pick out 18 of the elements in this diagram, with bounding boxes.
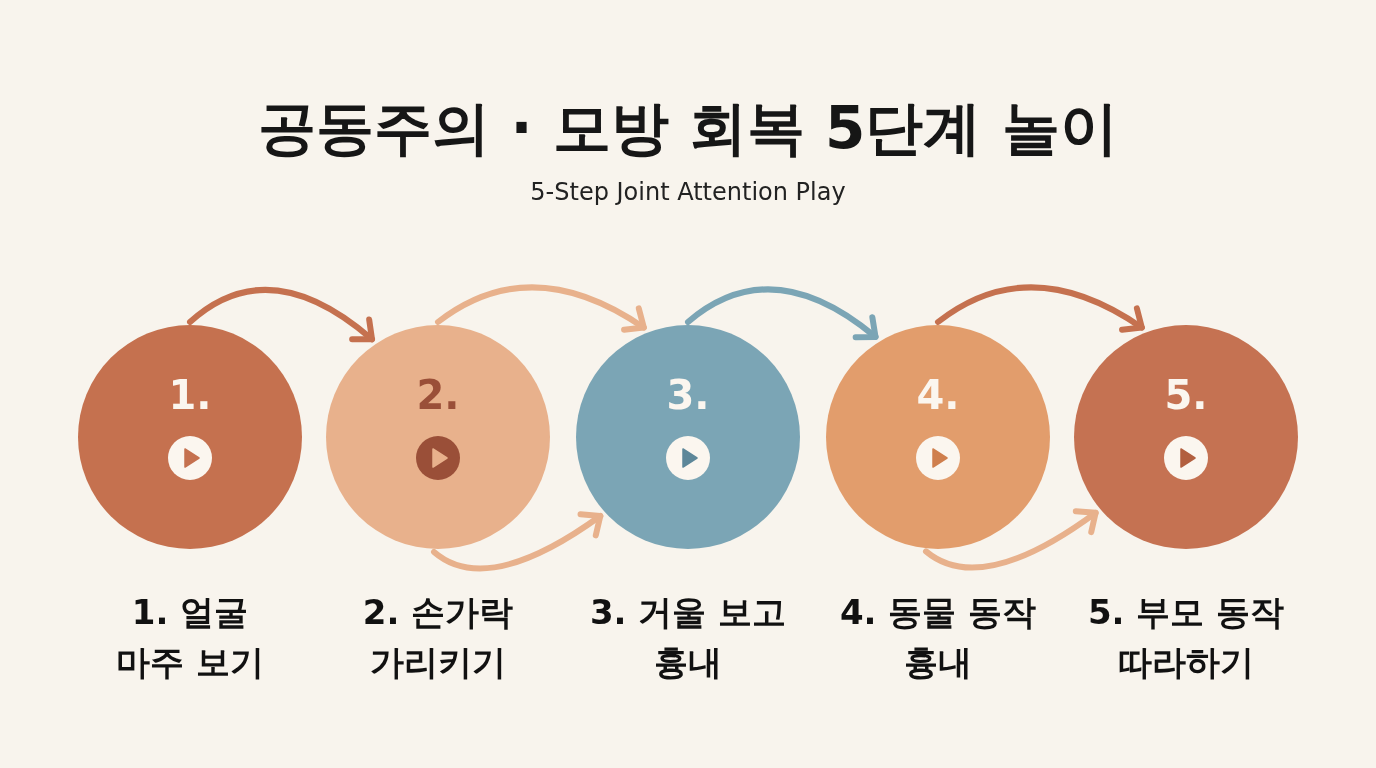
step-number: 3.: [665, 371, 711, 419]
step-caption: 5. 부모 동작 따라하기: [1086, 591, 1286, 684]
curved-arrow: [685, 286, 879, 341]
curved-arrow: [923, 507, 1099, 571]
step-number: 1.: [167, 371, 213, 419]
step-number: 2.: [415, 371, 461, 419]
step-number: 4.: [915, 371, 961, 419]
curved-arrow: [431, 510, 604, 572]
step-caption: 3. 거울 보고 흉내: [588, 591, 788, 684]
title: 공동주의 · 모방 회복 5단계 놀이: [257, 93, 1119, 164]
step-caption: 1. 얼굴 마주 보기: [115, 591, 265, 684]
step-number: 5.: [1163, 371, 1209, 419]
curved-arrow: [935, 284, 1145, 334]
curved-arrow: [187, 287, 375, 343]
curved-arrow: [435, 284, 647, 334]
subtitle: 5-Step Joint Attention Play: [529, 177, 847, 207]
step-caption: 4. 동물 동작 흉내: [838, 591, 1038, 684]
step-caption: 2. 손가락 가리키기: [361, 591, 515, 684]
